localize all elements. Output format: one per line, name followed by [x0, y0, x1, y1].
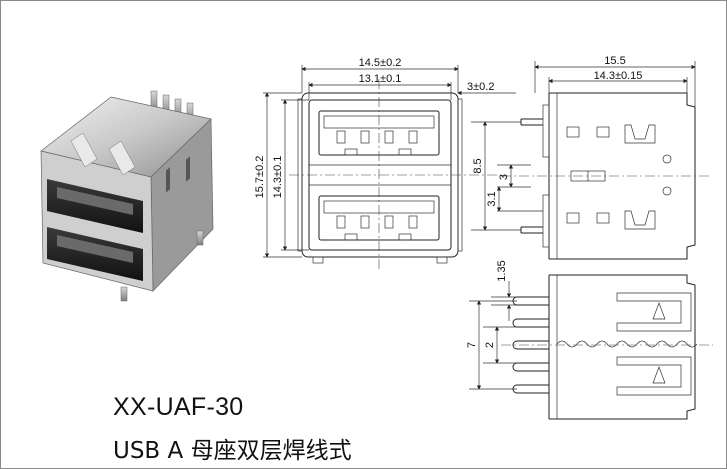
dim-pin-gap: 2 [484, 342, 496, 348]
dim-inner-width: 13.1±0.1 [359, 73, 402, 85]
dim-pin-pitch: 1.35 [496, 260, 508, 281]
dim-body-length: 14.3±0.15 [594, 70, 643, 82]
dim-outer-width: 14.5±0.2 [359, 57, 402, 69]
connector-3d-render [40, 90, 214, 302]
dim-outer-height: 15.7±0.2 [254, 156, 266, 199]
product-description: USB A 母座双层焊线式 [113, 438, 352, 464]
bottom-view: 1.35 2 7 [466, 260, 713, 420]
dim-tab: 3±0.2 [467, 81, 494, 93]
dim-total-length: 15.5 [604, 55, 625, 67]
dim-pitch: 8.5 [472, 158, 484, 173]
side-view: 15.5 14.3±0.15 8.5 3 3.1 [471, 55, 711, 260]
front-view: 14.5±0.2 13.1±0.1 3±0.2 15.7±0.2 14.3±0.… [254, 57, 516, 269]
model-number: XX-UAF-30 [113, 393, 244, 421]
dim-pin-span: 7 [466, 342, 478, 348]
dim-small: 3 [498, 174, 510, 180]
dim-offset: 3.1 [486, 191, 498, 206]
dim-inner-height: 14.3±0.1 [272, 156, 284, 199]
